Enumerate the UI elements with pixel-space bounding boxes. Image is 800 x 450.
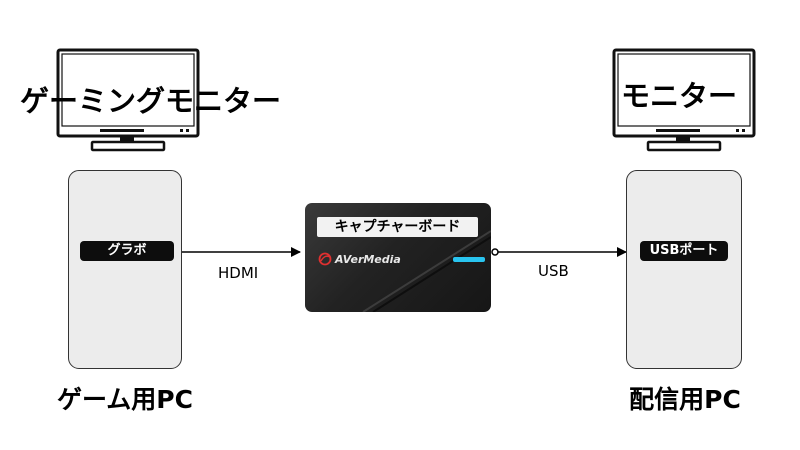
capture-board-groove [362, 230, 491, 312]
status-led-icon [453, 257, 485, 262]
game-monitor-icon [56, 48, 200, 152]
game-pc-caption: ゲーム用PC [57, 385, 193, 414]
brand-name: AVerMedia [335, 252, 401, 266]
hdmi-connection-arrow [173, 247, 301, 257]
usb-port-label: USBポート [640, 241, 728, 261]
usb-connection-arrow [491, 247, 627, 257]
capture-board-label: キャプチャーボード [317, 217, 478, 237]
stream-pc-tower [626, 170, 742, 369]
gpu-port-label: グラボ [80, 241, 174, 261]
hdmi-label: HDMI [218, 264, 259, 282]
brand-logo: AVerMedia [318, 252, 401, 266]
stream-monitor-icon [612, 48, 756, 152]
game-monitor-label: ゲーミングモニター [20, 84, 282, 118]
stream-monitor-label: モニター [620, 79, 737, 113]
avermedia-logo-icon [318, 252, 332, 266]
usb-label: USB [538, 262, 569, 280]
game-pc-tower [68, 170, 182, 369]
stream-pc-caption: 配信用PC [629, 385, 741, 414]
